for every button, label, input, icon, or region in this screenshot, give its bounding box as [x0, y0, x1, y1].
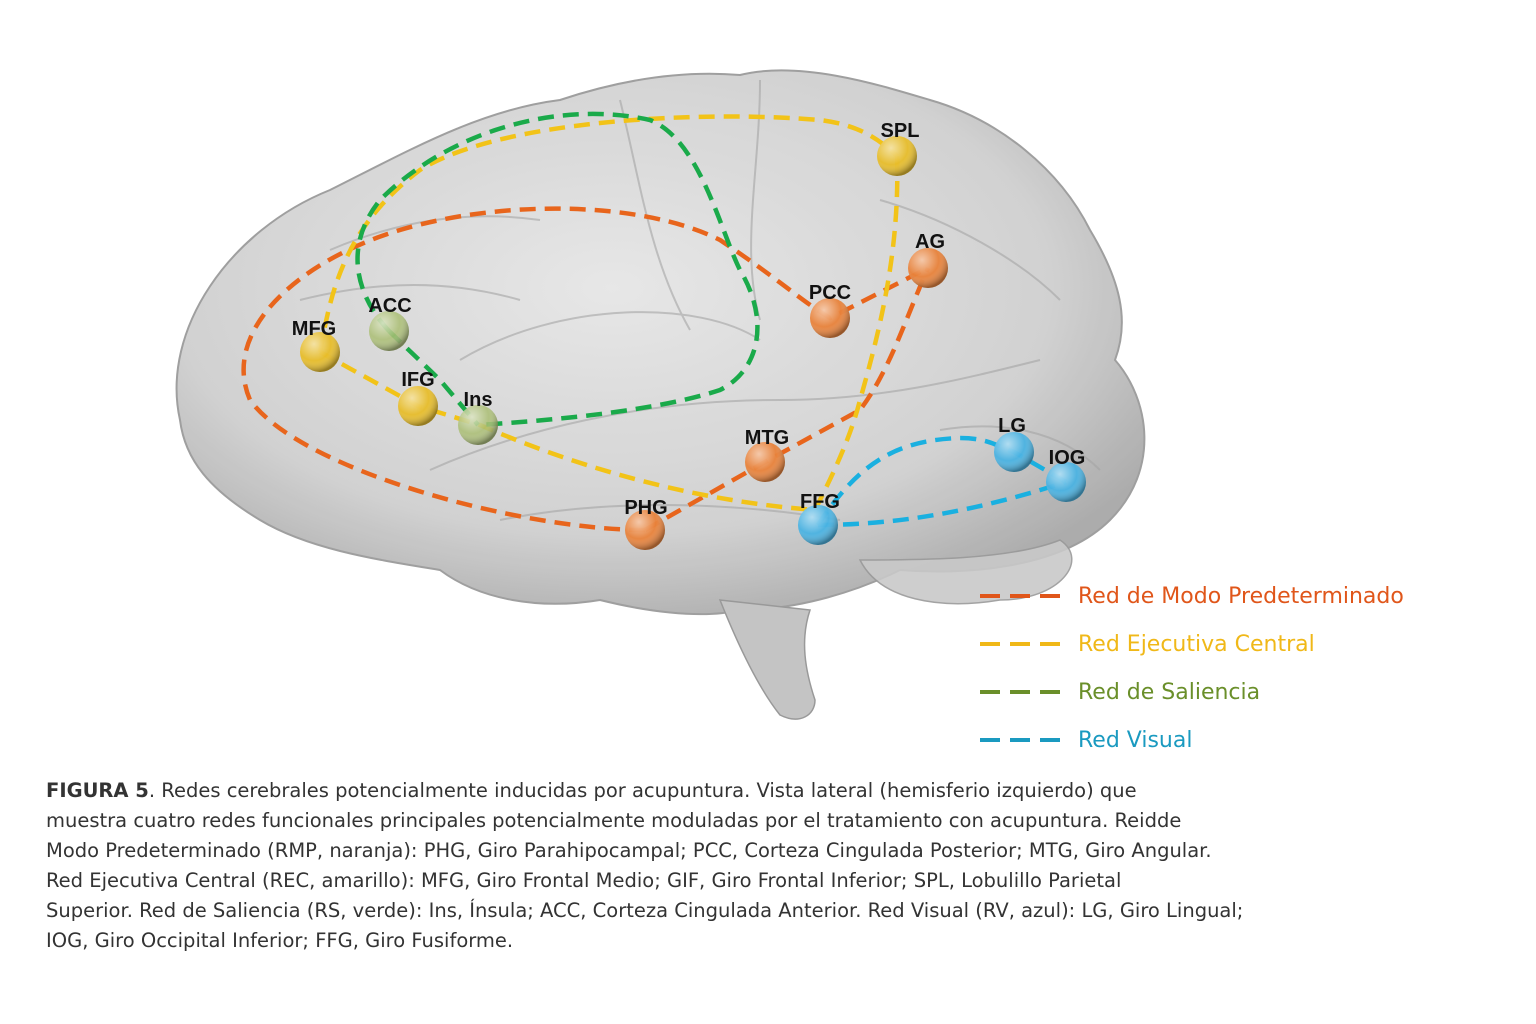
node-phg: PHG [624, 497, 668, 550]
node-sphere-shading [458, 405, 498, 445]
legend-label: Red Ejecutiva Central [1078, 631, 1315, 657]
node-label: IFG [401, 369, 434, 391]
legend-item-salience: Red de Saliencia [980, 668, 1404, 716]
figure-label: FIGURA 5 [46, 779, 149, 802]
node-label: ACC [368, 295, 411, 317]
legend-label: Red Visual [1078, 727, 1193, 753]
cen-connection-path [317, 114, 899, 353]
legend-dash-icon [980, 690, 1060, 694]
node-ffg: FFG [798, 491, 840, 545]
cen-connection-path [812, 155, 900, 512]
legend-item-visual: Red Visual [980, 716, 1404, 764]
caption-line: Modo Predeterminado (RMP, naranja): PHG,… [46, 839, 1212, 862]
node-sphere-shading [908, 248, 948, 288]
legend-dash-icon [980, 738, 1060, 742]
legend-item-default-mode: Red de Modo Predeterminado [980, 572, 1404, 620]
node-mtg: MTG [745, 427, 789, 482]
node-label: PHG [624, 497, 667, 519]
node-sphere-shading [398, 386, 438, 426]
legend-item-central-executive: Red Ejecutiva Central [980, 620, 1404, 668]
legend-label: Red de Modo Predeterminado [1078, 583, 1404, 609]
node-sphere-shading [798, 505, 838, 545]
brain-gyri [299, 79, 1101, 521]
node-label: PCC [809, 282, 851, 304]
caption-line: FIGURA 5. Redes cerebrales potencialment… [46, 776, 1516, 806]
figure-caption: FIGURA 5. Redes cerebrales potencialment… [46, 776, 1516, 956]
legend-dash-icon [980, 594, 1060, 598]
caption-line: Red Ejecutiva Central (REC, amarillo): M… [46, 869, 1122, 892]
legend: Red de Modo Predeterminado Red Ejecutiva… [980, 572, 1404, 764]
node-mfg: MFG [292, 318, 340, 372]
node-sphere-shading [745, 442, 785, 482]
brain-network-figure: MFG ACC IFG Ins SPL AG PCC MTG PHG FFG LG IOG Red d… [175, 69, 1404, 753]
node-lg: LG [994, 415, 1034, 472]
node-sphere-shading [369, 311, 409, 351]
node-label: LG [998, 415, 1026, 437]
legend-dash-icon [980, 642, 1060, 646]
node-label: AG [915, 231, 945, 253]
node-pcc: PCC [809, 282, 851, 338]
caption-line: IOG, Giro Occipital Inferior; FFG, Giro … [46, 929, 514, 952]
brain-diagram: MFG ACC IFG Ins SPL AG PCC MTG PHG FFG LG IOG [175, 69, 1146, 720]
caption-text: . Redes cerebrales potencialmente induci… [148, 779, 1137, 802]
node-iog: IOG [1046, 447, 1086, 502]
vn-connection-path [816, 435, 1068, 527]
node-label: SPL [881, 120, 920, 142]
node-sphere-shading [877, 136, 917, 176]
node-ins: Ins [458, 389, 498, 445]
node-label: MTG [745, 427, 789, 449]
node-spl: SPL [877, 120, 919, 176]
legend-label: Red de Saliencia [1078, 679, 1261, 705]
node-label: Ins [464, 389, 493, 411]
node-label: MFG [292, 318, 336, 340]
node-sphere-shading [300, 332, 340, 372]
node-sphere-shading [994, 432, 1034, 472]
node-sphere-shading [625, 510, 665, 550]
caption-line: muestra cuatro redes funcionales princip… [46, 809, 1182, 832]
dmn-connection-path [643, 267, 931, 532]
node-ag: AG [908, 231, 948, 288]
node-sphere-shading [810, 298, 850, 338]
node-ifg: IFG [398, 369, 438, 426]
vn-connection-path [817, 479, 1067, 528]
node-label: FFG [800, 491, 840, 513]
dmn-connection-path [241, 206, 930, 533]
node-label: IOG [1049, 447, 1086, 469]
brain-cerebellum [858, 539, 1073, 605]
caption-line: Superior. Red de Saliencia (RS, verde): … [46, 899, 1244, 922]
sn-connection-path [355, 111, 760, 428]
brain-stem [718, 599, 816, 720]
node-sphere-shading [1046, 462, 1086, 502]
node-acc: ACC [368, 295, 412, 351]
